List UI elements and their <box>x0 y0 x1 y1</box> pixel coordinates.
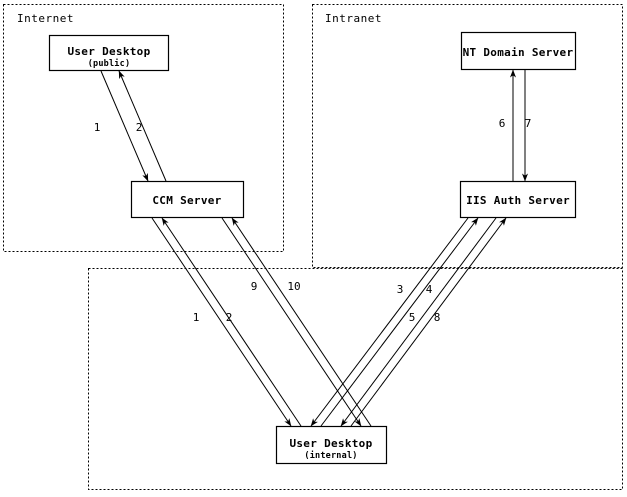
node-user-desktop-internal-subtitle: (internal) <box>304 450 357 461</box>
flow-line-1-ccm-to-internal <box>151 217 292 427</box>
node-user-desktop-internal[interactable]: User Desktop (internal) <box>275 425 388 465</box>
zone-internet: Internet <box>3 4 284 252</box>
flow-step-label-4: 4 <box>426 283 433 296</box>
flow-step-label-5: 5 <box>409 311 416 324</box>
flow-step-label-1b: 1 <box>193 311 200 324</box>
node-user-desktop-internal-box[interactable] <box>275 425 388 465</box>
flow-line-8-internal-to-iis <box>350 217 507 427</box>
flow-step-label-2a: 2 <box>136 121 143 134</box>
node-ccm-server-title: CCM Server <box>152 194 221 207</box>
node-user-desktop-public-title: User Desktop <box>67 45 150 58</box>
flow-line-2-ccm-to-public <box>118 70 167 182</box>
flow-step-label-7: 7 <box>525 117 532 130</box>
node-ccm-server[interactable]: CCM Server <box>130 180 245 219</box>
node-user-desktop-public-subtitle: (public) <box>88 58 131 69</box>
zone-internet-border <box>3 4 284 252</box>
flow-step-label-6: 6 <box>499 117 506 130</box>
flow-line-5-iis-to-internal <box>340 217 497 427</box>
flow-line-3-iis-to-internal <box>310 217 469 427</box>
flow-line-2-internal-to-ccm <box>161 217 302 427</box>
node-user-desktop-public[interactable]: User Desktop (public) <box>48 34 170 72</box>
node-iis-auth-server-title: IIS Auth Server <box>466 194 570 207</box>
flow-step-label-3: 3 <box>397 283 404 296</box>
flow-line-9-ccm-to-internal <box>221 217 362 427</box>
flow-line-1-public-to-ccm <box>100 70 149 182</box>
zone-internal-border <box>88 268 623 490</box>
flow-step-label-9: 9 <box>251 280 258 293</box>
flow-step-labels: 1 2 1 2 3 4 5 6 7 8 9 10 <box>94 117 532 324</box>
node-user-desktop-internal-title: User Desktop <box>289 437 372 450</box>
node-iis-auth-server-box[interactable] <box>459 180 577 219</box>
node-nt-domain-server[interactable]: NT Domain Server <box>460 31 577 71</box>
flow-step-label-1a: 1 <box>94 121 101 134</box>
zone-intranet: Intranet <box>312 4 623 268</box>
node-nt-domain-server-title: NT Domain Server <box>463 46 574 59</box>
node-ccm-server-box[interactable] <box>130 180 245 219</box>
zone-intranet-border <box>312 4 623 268</box>
flow-line-10-internal-to-ccm <box>231 217 372 427</box>
zone-intranet-label: Intranet <box>325 12 382 25</box>
flow-line-4-internal-to-iis <box>320 217 479 427</box>
node-nt-domain-server-box[interactable] <box>460 31 577 71</box>
flow-step-label-2b: 2 <box>226 311 233 324</box>
flow-step-label-10: 10 <box>287 280 300 293</box>
node-user-desktop-public-box[interactable] <box>48 34 170 72</box>
zone-internet-label: Internet <box>17 12 74 25</box>
flow-step-label-8: 8 <box>434 311 441 324</box>
node-iis-auth-server[interactable]: IIS Auth Server <box>459 180 577 219</box>
zone-internal-network <box>88 268 623 490</box>
